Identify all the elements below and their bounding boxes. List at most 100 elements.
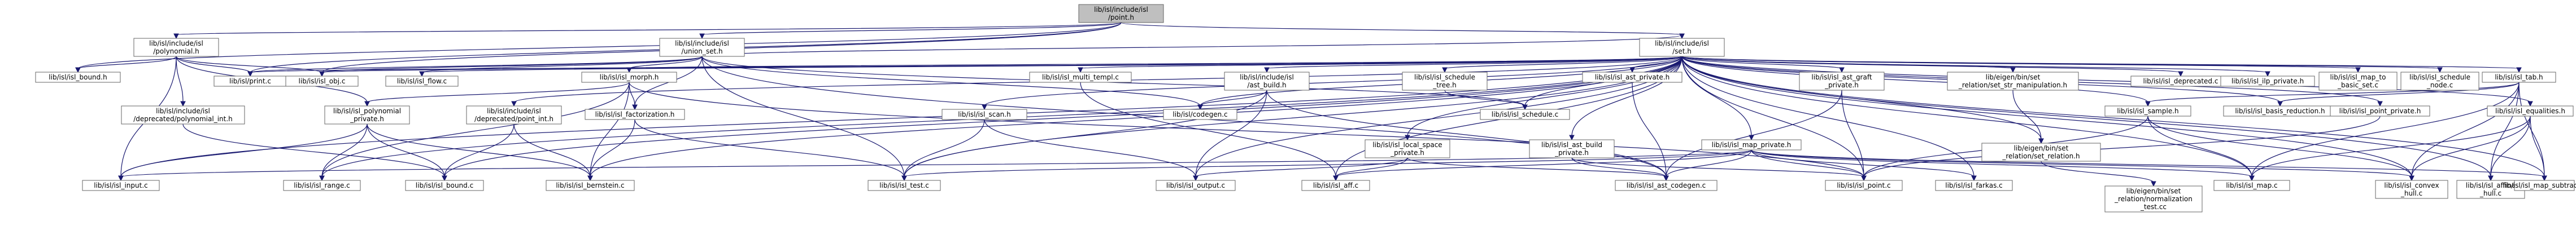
- edge-arrowhead: [1679, 33, 1685, 39]
- node-label: _hull.c: [2400, 189, 2422, 197]
- edge-arrowhead: [1442, 67, 1448, 73]
- node-astpriv[interactable]: lib/isl/isl_ast_private.h: [1582, 72, 1683, 83]
- edge-arrowhead: [632, 104, 638, 110]
- node-input[interactable]: lib/isl/isl_input.c: [82, 180, 160, 191]
- edge-pointpriv-to-pointc: [1863, 116, 2381, 178]
- node-label: _basic_set.c: [2337, 81, 2378, 89]
- node-label: lib/isl/include/isl: [156, 107, 210, 115]
- node-morph[interactable]: lib/isl/isl_morph.h: [581, 72, 677, 83]
- edge-arrowhead: [2409, 175, 2414, 182]
- node-astbuild[interactable]: lib/isl/include/isl/ast_build.h: [1224, 72, 1310, 91]
- edge-arrowhead: [2437, 67, 2443, 73]
- node-sample[interactable]: lib/isl/isl_sample.h: [2104, 105, 2191, 117]
- node-boundc[interactable]: lib/isl/isl_bound.c: [405, 180, 484, 191]
- node-maptobasic[interactable]: lib/isl/isl_map_to_basic_set.c: [2318, 72, 2398, 91]
- node-convex[interactable]: lib/isl/isl_convex_hull.c: [2375, 180, 2448, 199]
- node-label: lib/isl/isl_affine: [2466, 182, 2516, 189]
- node-schedule[interactable]: lib/isl/isl_schedule.c: [1480, 109, 1570, 120]
- node-box: [283, 180, 361, 191]
- edge-arrowhead: [1522, 104, 1528, 110]
- node-obj[interactable]: lib/isl/isl_obj.c: [285, 76, 359, 87]
- node-label: lib/isl/isl_bound.c: [416, 182, 473, 189]
- node-schedtree[interactable]: lib/isl/isl_schedule_tree.h: [1402, 72, 1488, 91]
- node-pointpriv[interactable]: lib/isl/isl_point_private.h: [2330, 105, 2430, 117]
- edge-arrowhead: [1663, 175, 1669, 182]
- edge-tab-to-basisred: [2279, 82, 2520, 103]
- node-tab[interactable]: lib/isl/isl_tab.h: [2482, 72, 2556, 83]
- node-label: _relation/normalization: [2114, 195, 2193, 203]
- node-label: lib/isl/isl_test.c: [879, 182, 929, 189]
- node-bernstein[interactable]: lib/isl/isl_bernstein.c: [546, 180, 635, 191]
- node-basisred[interactable]: lib/isl/isl_basis_reduction.h: [2223, 105, 2337, 117]
- node-localspace[interactable]: lib/isl/isl_local_space_private.h: [1365, 139, 1450, 158]
- node-astgraft[interactable]: lib/isl/isl_ast_graft_private.h: [1799, 72, 1885, 91]
- node-box: [1981, 143, 2101, 162]
- node-polypriv[interactable]: lib/isl/isl_polynomial_private.h: [324, 105, 410, 125]
- node-mapc[interactable]: lib/isl/isl_map.c: [2213, 180, 2290, 191]
- edge-set-to-flow: [421, 56, 1683, 73]
- node-deppoly[interactable]: lib/isl/include/isl/deprecated/polynomia…: [121, 105, 245, 125]
- node-label: _relation/set_relation.h: [2002, 152, 2080, 160]
- edge-schedtree-to-schedule: [1444, 90, 1525, 107]
- node-flow[interactable]: lib/isl/isl_flow.c: [385, 76, 459, 87]
- node-bound[interactable]: lib/isl/isl_bound.h: [35, 72, 121, 83]
- node-box: [1029, 72, 1132, 83]
- node-box: [2375, 180, 2448, 199]
- edge-astpriv-to-astcodegen: [1632, 82, 1667, 178]
- edge-arrowhead: [1333, 175, 1339, 182]
- node-range[interactable]: lib/isl/isl_range.c: [283, 180, 361, 191]
- node-astbuildpriv[interactable]: lib/isl/isl_ast_build_private.h: [1529, 139, 1615, 158]
- node-test[interactable]: lib/isl/isl_test.c: [868, 180, 941, 191]
- node-astcodegen[interactable]: lib/isl/isl_ast_codegen.c: [1615, 180, 1718, 191]
- node-strmanip[interactable]: lib/eigen/bin/set_relation/set_str_manip…: [1947, 72, 2079, 91]
- node-label: lib/isl/isl_farkas.c: [1945, 182, 2002, 189]
- node-fact[interactable]: lib/isl/isl_factorization.h: [585, 109, 685, 120]
- node-label: _tree.h: [1432, 81, 1457, 89]
- node-label: lib/isl/isl_aff.c: [1313, 182, 1358, 189]
- node-box: [2514, 180, 2575, 191]
- node-root[interactable]: lib/isl/include/isl/point.h: [1078, 4, 1164, 23]
- node-output[interactable]: lib/isl/isl_output.c: [1156, 180, 1236, 191]
- node-multitmpl[interactable]: lib/isl/isl_multi_templ.c: [1029, 72, 1132, 83]
- node-mappriv[interactable]: lib/isl/isl_map_private.h: [1701, 139, 1802, 151]
- node-equal[interactable]: lib/isl/isl_equalities.h: [2487, 105, 2574, 117]
- node-set[interactable]: lib/isl/include/isl/set.h: [1639, 38, 1725, 57]
- node-relnorm[interactable]: lib/eigen/bin/set_relation/normalization…: [2104, 185, 2203, 213]
- node-scan[interactable]: lib/isl/isl_scan.h: [942, 109, 1027, 120]
- node-mapsub[interactable]: lib/isl/isl_map_subtract.c: [2503, 180, 2576, 191]
- node-ilp[interactable]: lib/isl/isl_ilp_private.h: [2220, 76, 2315, 87]
- node-poly[interactable]: lib/isl/include/isl/polynomial.h: [133, 38, 219, 57]
- node-deprecated[interactable]: lib/isl/isl_deprecated.c: [2130, 76, 2231, 87]
- node-aff[interactable]: lib/isl/isl_aff.c: [1301, 180, 1370, 191]
- edge-arrowhead: [442, 175, 447, 182]
- edge-root-to-union: [701, 22, 1122, 36]
- node-pointc[interactable]: lib/isl/isl_point.c: [1825, 180, 1903, 191]
- node-union[interactable]: lib/isl/include/isl/union_set.h: [659, 38, 745, 57]
- edge-tab-to-mapsub: [2518, 82, 2545, 178]
- node-label: _hull.c: [2479, 189, 2501, 197]
- node-affine[interactable]: lib/isl/isl_affine_hull.c: [2456, 180, 2525, 199]
- node-setrel[interactable]: lib/eigen/bin/set_relation/set_relation.…: [1981, 143, 2101, 162]
- node-schednode[interactable]: lib/isl/isl_schedule_node.c: [2400, 72, 2479, 91]
- edge-morph-to-range: [321, 82, 630, 178]
- node-codegen[interactable]: lib/isl/codegen.c: [1163, 109, 1237, 120]
- edge-set-to-localspace: [1407, 56, 1683, 137]
- edge-fact-to-bernstein: [590, 119, 635, 178]
- node-box: [466, 105, 562, 125]
- node-label: lib/isl/isl_bound.h: [49, 73, 107, 81]
- edge-tab-to-sample: [2147, 82, 2520, 103]
- node-label: lib/isl/isl_schedule: [2409, 73, 2470, 81]
- node-label: lib/isl/isl_factorization.h: [595, 110, 675, 118]
- edge-equal-to-mapsub: [2530, 116, 2545, 178]
- node-label: lib/isl/isl_bernstein.c: [556, 182, 624, 189]
- node-deppoint[interactable]: lib/isl/include/isl/deprecated/point_int…: [466, 105, 562, 125]
- edge-morph-to-fact: [629, 82, 635, 107]
- edge-arrowhead: [901, 175, 907, 182]
- edge-astbuild-to-test: [904, 90, 1267, 178]
- node-box: [1582, 72, 1683, 83]
- edge-mappriv-to-aff: [1335, 149, 1752, 178]
- edge-arrowhead: [1569, 135, 1575, 141]
- node-farkas[interactable]: lib/isl/isl_farkas.c: [1935, 180, 2013, 191]
- edge-scan-to-test: [904, 119, 985, 178]
- node-print[interactable]: lib/isl/print.c: [213, 76, 287, 87]
